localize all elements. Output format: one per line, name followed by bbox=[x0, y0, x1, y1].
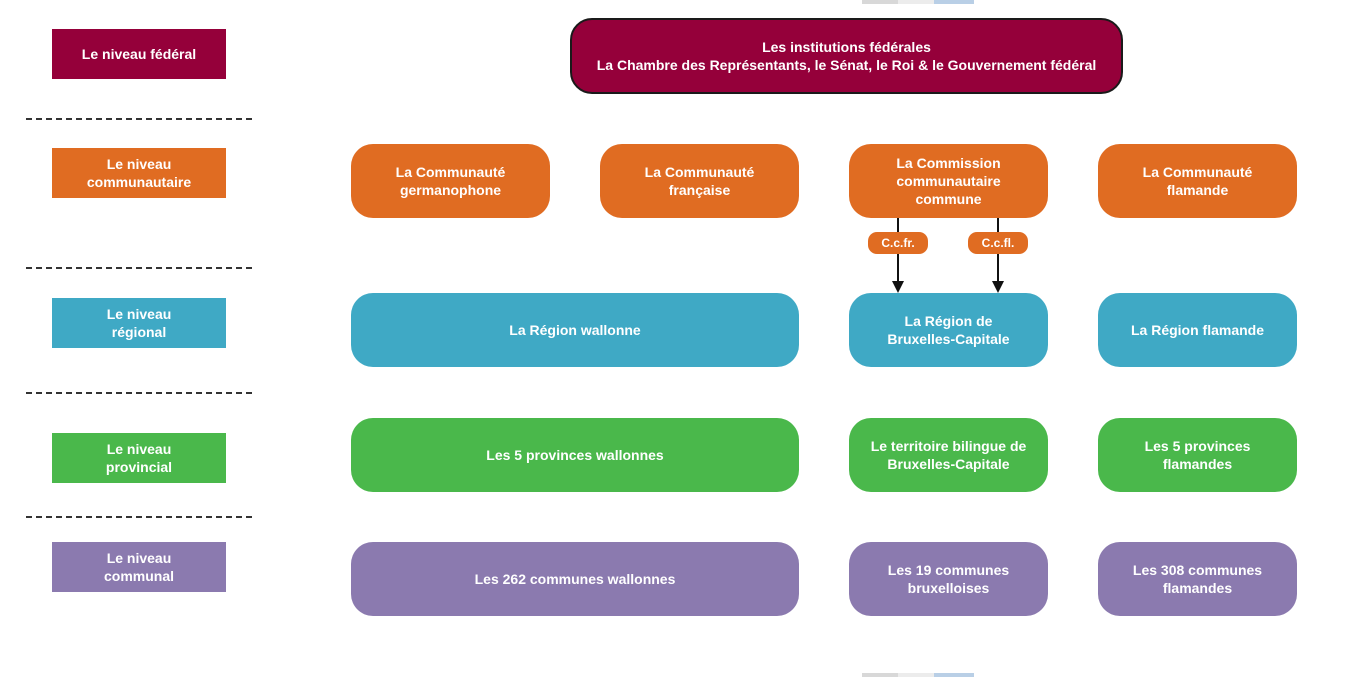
level-communal-label: Le niveau communal bbox=[52, 542, 226, 592]
level-regional-label: Le niveau régional bbox=[52, 298, 226, 348]
walloon-communes-box: Les 262 communes wallonnes bbox=[351, 542, 799, 616]
federal-institutions-box: Les institutions fédérales La Chambre de… bbox=[570, 18, 1123, 94]
french-community-box: La Communauté française bbox=[600, 144, 799, 218]
brussels-communes-box: Les 19 communes bruxelloises bbox=[849, 542, 1048, 616]
level-provincial-label: Le niveau provincial bbox=[52, 433, 226, 483]
arrow-head-ccfl bbox=[992, 281, 1004, 293]
flemish-provinces-box: Les 5 provinces flamandes bbox=[1098, 418, 1297, 492]
federal-box-subtitle: La Chambre des Représentants, le Sénat, … bbox=[596, 57, 1097, 73]
level-community-label: Le niveau communautaire bbox=[52, 148, 226, 198]
separator-line bbox=[26, 516, 252, 518]
level-federal-label: Le niveau fédéral bbox=[52, 29, 226, 79]
walloon-region-box: La Région wallonne bbox=[351, 293, 799, 367]
top-image-strip bbox=[862, 0, 974, 4]
separator-line bbox=[26, 267, 252, 269]
german-community-box: La Communauté germanophone bbox=[351, 144, 550, 218]
separator-line bbox=[26, 118, 252, 120]
ccfl-tag: C.c.fl. bbox=[968, 232, 1028, 254]
flemish-region-box: La Région flamande bbox=[1098, 293, 1297, 367]
ccfr-tag: C.c.fr. bbox=[868, 232, 928, 254]
walloon-provinces-box: Les 5 provinces wallonnes bbox=[351, 418, 799, 492]
flemish-communes-box: Les 308 communes flamandes bbox=[1098, 542, 1297, 616]
brussels-region-box: La Région de Bruxelles-Capitale bbox=[849, 293, 1048, 367]
commission-arrows bbox=[892, 218, 1004, 293]
arrow-head-ccfr bbox=[892, 281, 904, 293]
common-community-commission-box: La Commission communautaire commune bbox=[849, 144, 1048, 218]
brussels-territory-box: Le territoire bilingue de Bruxelles-Capi… bbox=[849, 418, 1048, 492]
separator-line bbox=[26, 392, 252, 394]
flemish-community-box: La Communauté flamande bbox=[1098, 144, 1297, 218]
bottom-image-strip bbox=[862, 673, 974, 677]
federal-box-title: Les institutions fédérales bbox=[762, 39, 931, 55]
